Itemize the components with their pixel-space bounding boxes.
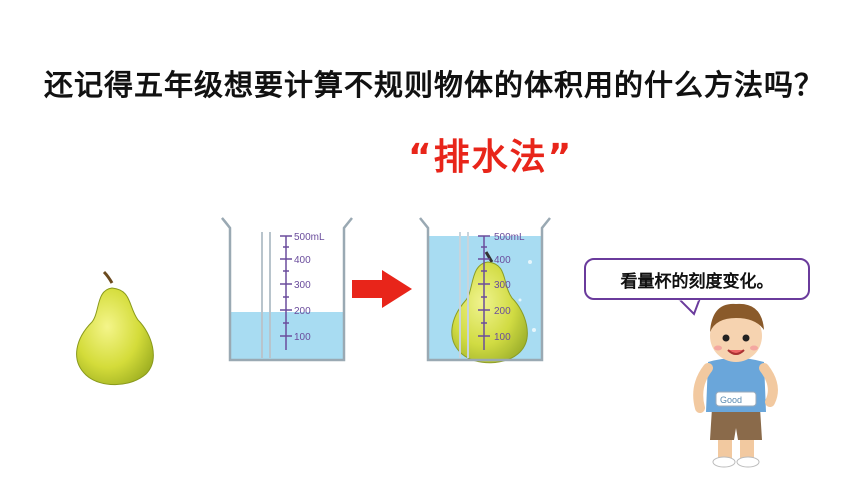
beaker-after-tick: 400 <box>494 255 511 266</box>
speech-bubble: 看量杯的刻度变化。 <box>584 258 810 300</box>
beaker-after-unit-label: 500mL <box>494 232 525 243</box>
speech-bubble-tail <box>678 298 702 316</box>
shirt-label: Good <box>720 395 742 405</box>
beaker-after-scale <box>478 235 490 350</box>
beaker-after-tick: 200 <box>494 306 511 317</box>
beaker-after-tick: 300 <box>494 280 511 291</box>
question-text: 还记得五年级想要计算不规则物体的体积用的什么方法吗？ <box>44 68 825 102</box>
beaker-before: 500mL 400 300 200 100 <box>221 217 353 362</box>
beaker-after: 500mL 400 300 200 100 <box>419 217 551 364</box>
beaker-before-unit-label: 500mL <box>294 232 325 243</box>
boy-character-image: Good <box>693 303 778 468</box>
answer-text: “排水法” <box>408 137 574 178</box>
beaker-before-tick: 400 <box>294 255 311 266</box>
beaker-before-scale <box>280 235 292 350</box>
pear-image <box>76 270 154 386</box>
speech-bubble-text: 看量杯的刻度变化。 <box>620 271 774 292</box>
beaker-before-tick: 100 <box>294 332 311 343</box>
beaker-after-tick: 100 <box>494 332 511 343</box>
right-arrow-icon <box>352 270 412 308</box>
beaker-before-tick: 200 <box>294 306 311 317</box>
beaker-before-tick: 300 <box>294 280 311 291</box>
